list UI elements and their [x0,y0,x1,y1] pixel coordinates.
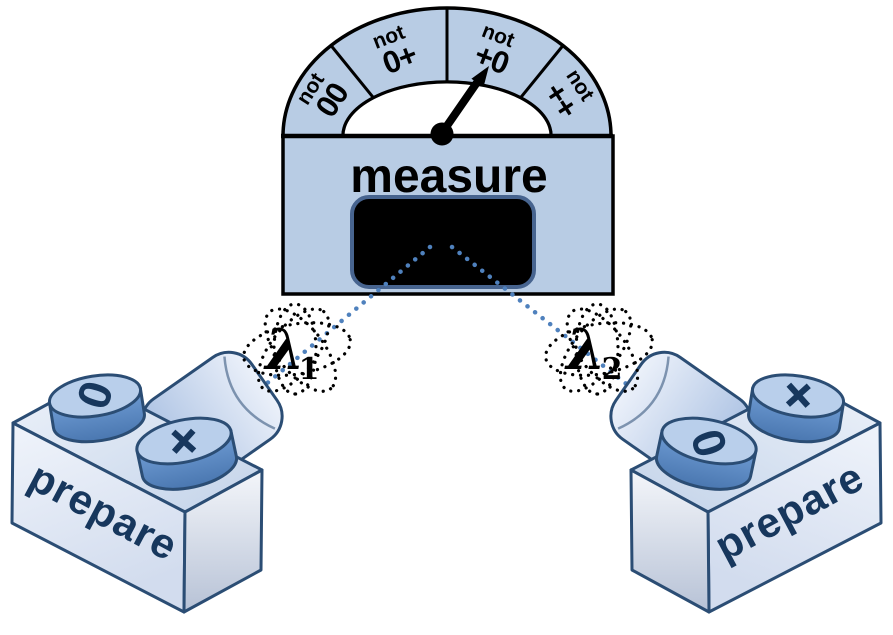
particle-label-left-subscript: 1 [299,352,320,387]
gauge-divider [329,44,375,99]
particle-label-left-symbol: λ [263,317,304,383]
measure-device: not 00 not 0+ not +0 not ++ measure [281,6,615,296]
particle-label-right-subscript: 2 [602,352,623,387]
beam-right [449,244,637,393]
measure-label: measure [350,150,547,203]
needle-pivot [430,122,454,146]
gauge-divider [519,44,565,99]
output-display [350,195,536,289]
particle-right: λ 2 [544,302,654,396]
gauge-needle [430,66,489,146]
atom-orbits-icon [544,302,654,396]
particle-left: λ 1 [242,302,352,396]
beam-left [256,244,433,393]
atom-orbits-icon [242,302,352,396]
particle-label-right-symbol: λ [564,317,605,383]
gauge-window [341,80,553,138]
